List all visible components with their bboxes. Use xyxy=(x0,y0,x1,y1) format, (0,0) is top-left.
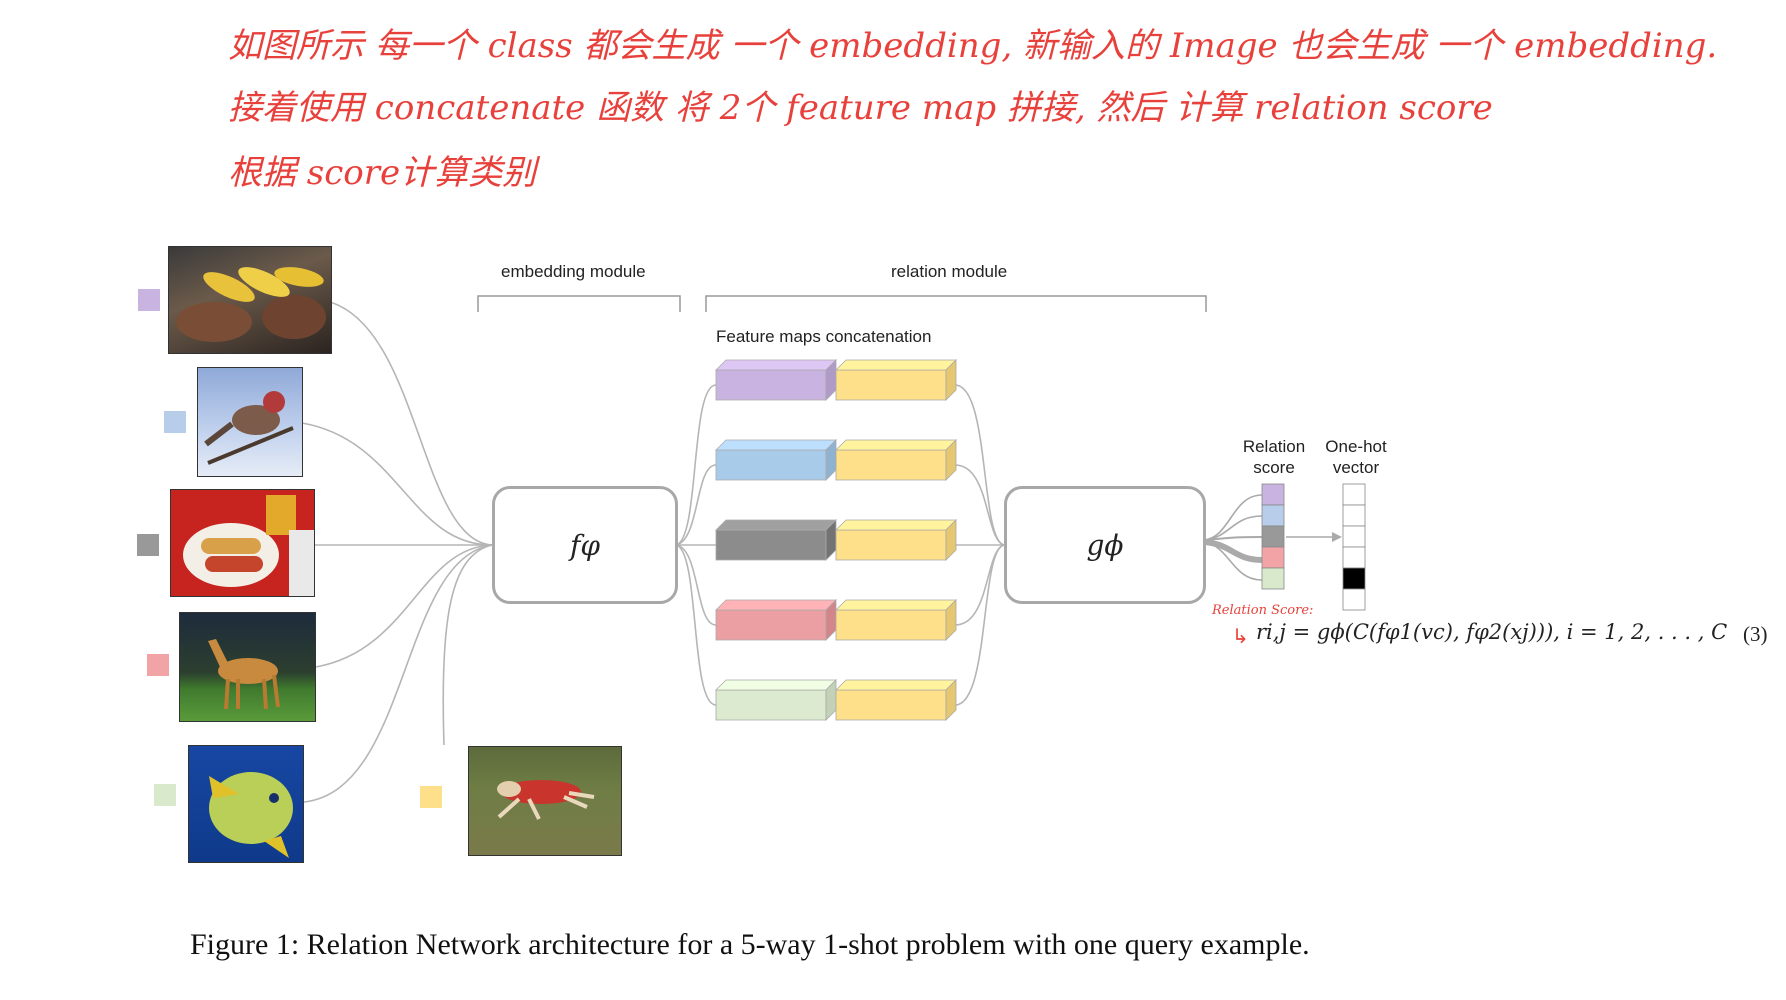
one-hot-column xyxy=(1342,483,1366,611)
annotation-line-2: 接着使用 concatenate 函数 将 2个 feature map 拼接,… xyxy=(228,88,1493,128)
figure-caption: Figure 1: Relation Network architecture … xyxy=(190,928,1310,961)
relation-bracket xyxy=(705,295,1207,312)
relation-score-note: Relation Score: xyxy=(1212,603,1314,618)
annotation-line-3: 根据 score计算类别 xyxy=(228,153,537,193)
one-hot-label: One-hot vector xyxy=(1325,437,1387,477)
class-feature-block-3 xyxy=(715,519,837,561)
one-hot-cell-1 xyxy=(1342,483,1366,506)
query-dog-photo xyxy=(468,746,622,856)
dog-photo xyxy=(179,612,316,722)
bird-photo xyxy=(197,367,303,477)
one-hot-cell-6 xyxy=(1342,588,1366,611)
class-feature-block-5 xyxy=(715,679,837,721)
relation-module-g: gϕ xyxy=(1004,486,1206,604)
feature-concat-label: Feature maps concatenation xyxy=(716,327,932,346)
g-to-score-connections xyxy=(1203,494,1342,581)
query-feature-block-2 xyxy=(835,439,957,481)
relation-module-label: relation module xyxy=(891,262,1008,281)
f-phi-symbol: fφ xyxy=(570,528,600,562)
embedding-module-label: embedding module xyxy=(501,262,646,281)
relation-score-cell-3 xyxy=(1261,525,1285,548)
class-swatch-2 xyxy=(164,411,186,433)
relation-equation: ri,j = gϕ(C(fφ1(vc), fφ2(xj))), i = 1, 2… xyxy=(1256,620,1728,644)
query-feature-block-4 xyxy=(835,599,957,641)
one-hot-cell-2 xyxy=(1342,504,1366,527)
class-swatch-1 xyxy=(138,289,160,311)
one-hot-cell-4 xyxy=(1342,546,1366,569)
relation-score-cell-2 xyxy=(1261,504,1285,527)
input-connections xyxy=(301,301,493,803)
embedding-bracket xyxy=(477,295,681,312)
query-feature-block-1 xyxy=(835,359,957,401)
annotation-line-1: 如图所示 每一个 class 都会生成 一个 embedding, 新输入的 I… xyxy=(228,26,1718,66)
relation-score-column xyxy=(1261,483,1285,590)
embedding-module-f: fφ xyxy=(492,486,678,604)
class-feature-block-1 xyxy=(715,359,837,401)
query-swatch xyxy=(420,786,442,808)
equation-number: (3) xyxy=(1743,622,1768,646)
relation-score-cell-5 xyxy=(1261,567,1285,590)
g-phi-symbol: gϕ xyxy=(1086,528,1124,562)
hook-arrow-icon: ↳ xyxy=(1232,626,1249,648)
feature-blocks xyxy=(715,359,957,721)
query-feature-block-3 xyxy=(835,519,957,561)
relation-score-cell-4 xyxy=(1261,546,1285,569)
query-feature-block-5 xyxy=(835,679,957,721)
class-swatch-4 xyxy=(147,654,169,676)
f-to-features-connections xyxy=(675,384,717,706)
class-feature-block-2 xyxy=(715,439,837,481)
features-to-g-connections xyxy=(954,384,1005,706)
relation-score-label: Relation score xyxy=(1242,437,1306,477)
grill-photo xyxy=(168,246,332,354)
one-hot-cell-5 xyxy=(1342,567,1366,590)
one-hot-cell-3 xyxy=(1342,525,1366,548)
class-swatch-5 xyxy=(154,784,176,806)
fish-photo xyxy=(188,745,304,863)
class-feature-block-4 xyxy=(715,599,837,641)
hotdog-photo xyxy=(170,489,315,597)
class-swatch-3 xyxy=(137,534,159,556)
relation-score-cell-1 xyxy=(1261,483,1285,506)
